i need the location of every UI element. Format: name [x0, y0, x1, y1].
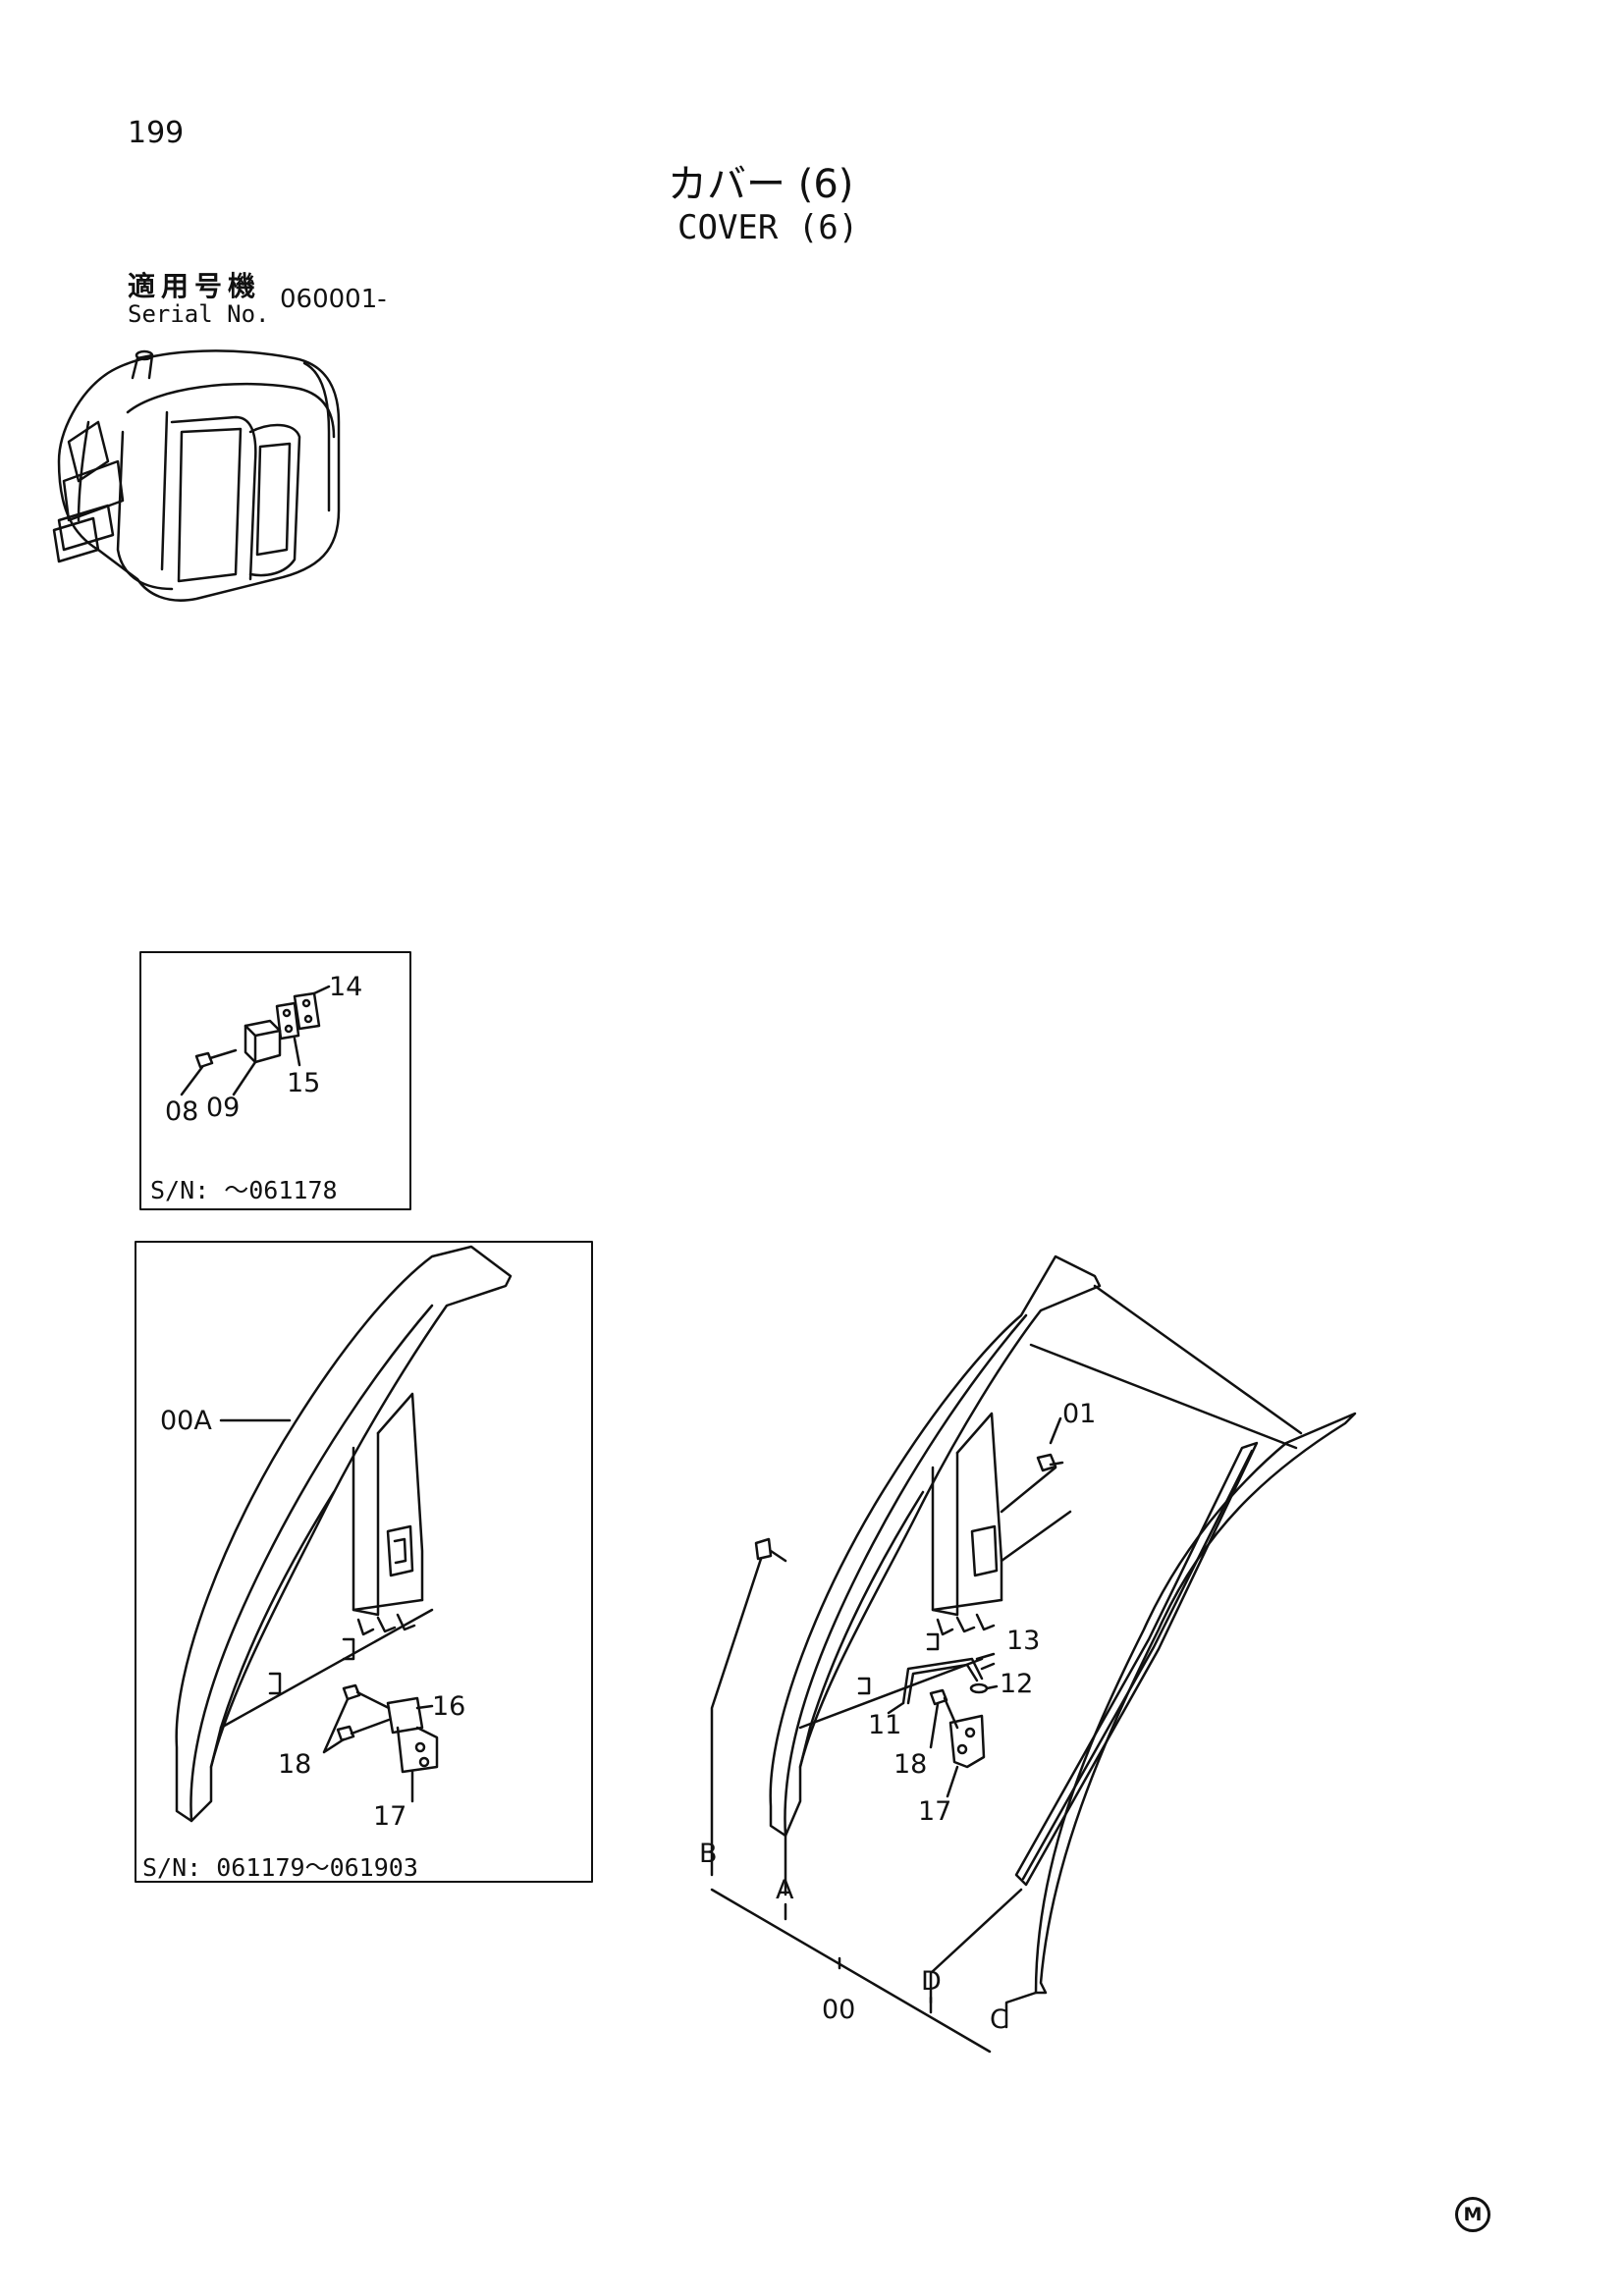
ref-label-D: D — [921, 1966, 942, 1997]
main-assembly — [710, 1255, 1357, 2054]
part-label-14: 14 — [329, 972, 363, 1002]
part-label-13: 13 — [1006, 1626, 1041, 1656]
inset-box-1 — [139, 951, 411, 1210]
part-label-18-main: 18 — [893, 1749, 928, 1780]
serial-value: 060001- — [280, 285, 387, 314]
ref-label-A: A — [776, 1875, 794, 1905]
part-label-17-main: 17 — [918, 1796, 952, 1827]
part-label-12: 12 — [1000, 1669, 1034, 1699]
inset-box-2 — [135, 1241, 593, 1883]
part-label-08: 08 — [165, 1096, 199, 1127]
page-title-jp: カバー (6) — [668, 162, 854, 207]
serial-range-inset-2: S/N: 061179～061903 — [142, 1853, 418, 1882]
part-label-16: 16 — [432, 1691, 466, 1722]
manufacturer-mark: M — [1455, 2197, 1490, 2232]
page-title-en: COVER (6) — [677, 208, 859, 247]
serial-range-inset-1: S/N: ～061178 — [150, 1176, 338, 1204]
part-label-00A: 00A — [160, 1406, 212, 1436]
ref-label-B: B — [699, 1839, 718, 1869]
cab-thumbnail-illustration — [52, 349, 341, 602]
serial-label-en: Serial No. — [128, 300, 270, 328]
page-number: 199 — [128, 116, 185, 150]
part-label-17: 17 — [373, 1801, 407, 1832]
part-label-00: 00 — [822, 1995, 856, 2025]
part-label-09: 09 — [206, 1093, 241, 1123]
ref-label-C: C — [990, 2004, 1008, 2035]
part-label-18: 18 — [278, 1749, 312, 1780]
part-label-11: 11 — [868, 1710, 902, 1740]
part-label-01: 01 — [1062, 1399, 1097, 1429]
serial-label-jp: 適用号機 — [128, 270, 262, 302]
part-label-15: 15 — [287, 1068, 321, 1098]
